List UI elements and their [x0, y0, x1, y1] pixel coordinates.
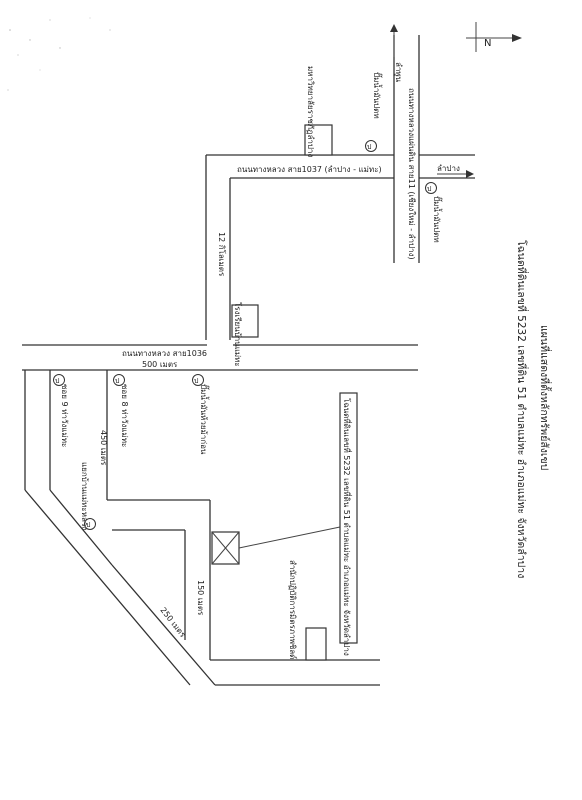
north-arrow: N	[466, 22, 522, 52]
direction-lampang: ลำปาง	[437, 164, 460, 173]
direction-lamphun: ลำพูน	[393, 62, 403, 83]
road-highway-1036	[22, 344, 418, 371]
rajabhat-building	[304, 124, 333, 156]
label-soi-9: ซอย 9 ท่าวังแม่ทะ	[60, 384, 69, 447]
north-label: N	[484, 38, 491, 49]
label-soi-8: ซอย 8 ท่าวังแม่ทะ	[120, 384, 129, 447]
label-ptt-highway: ปั๊มน้ำมันปตท	[372, 72, 383, 119]
school-building	[231, 304, 259, 338]
road-soi-9	[24, 370, 51, 490]
distance-500m: 500 เมตร	[142, 360, 178, 369]
svg-text:ป: ป	[427, 185, 432, 193]
label-office: สำนักปฏิบัติการมิตรภาพชิลด์	[288, 560, 298, 659]
map-title: แผนที่แสดงที่ตั้งหลักทรัพย์สังเขป	[538, 325, 552, 471]
junction-icon: ป	[84, 518, 96, 530]
svg-text:ป: ป	[55, 377, 60, 385]
distance-150m: 150 เมตร	[196, 580, 205, 616]
road-highway-1037	[206, 154, 475, 179]
distance-12km: 12 กิโลเมตร	[217, 232, 227, 277]
gas-station-icon: ป	[425, 182, 437, 194]
scan-smudge	[7, 17, 111, 91]
pointer-line	[238, 526, 341, 549]
label-school: โรงเรียนบ้านแม่ทะ	[233, 302, 243, 367]
distance-250m: 250 เมตร	[158, 606, 187, 640]
gas-station-icon: ป	[365, 140, 377, 152]
label-ban-mae-tha: แยกบ้านแม่ทะหลวง	[80, 462, 89, 530]
office-building	[305, 627, 327, 661]
sub-road-icon: ป	[53, 374, 65, 386]
subject-plot-marker	[211, 531, 240, 565]
label-ptt-east: ปั๊มน้ำมันปตท	[432, 196, 443, 243]
svg-text:ป: ป	[115, 377, 120, 385]
svg-text:ป: ป	[86, 521, 91, 529]
distance-450m: 450 เมตร	[99, 430, 108, 466]
label-rajabhat: มหาวิทยาลัยราชภัฏลำปาง	[306, 66, 315, 157]
road-connector	[205, 155, 231, 340]
road-local	[107, 499, 380, 686]
label-subject-plot: โฉนดที่ดินเลขที่ 5232 เลขที่ดิน 51 ตำบลแ…	[342, 398, 353, 656]
label-highway-1037: ถนนทางหลวง สาย1037 (ลำปาง - แม่ทะ)	[237, 165, 382, 174]
gas-station-icon: ป	[192, 374, 204, 386]
subject-label-box	[339, 392, 358, 644]
road-highway-11	[393, 35, 420, 263]
label-huai-ma-kon: ปั๊มน้ำมันห้วยม้าก่อน	[199, 384, 210, 455]
direction-lampang-arrow	[437, 170, 474, 178]
direction-lamphun-arrow	[390, 24, 398, 57]
label-highway-11: ถนนทางหลวงแผ่นดิน สาย11 (เชียงใหม่ - ลำป…	[407, 88, 416, 260]
road-diagonal	[24, 489, 216, 686]
map-subtitle: โฉนดที่ดินเลขที่ 5232 เลขที่ดิน 51 ตำบลแ…	[515, 240, 529, 578]
sub-road-icon: ป	[113, 374, 125, 386]
svg-text:ป: ป	[367, 143, 372, 151]
label-highway-1036: ถนนทางหลวง สาย1036	[122, 349, 207, 358]
svg-text:ป: ป	[194, 377, 199, 385]
